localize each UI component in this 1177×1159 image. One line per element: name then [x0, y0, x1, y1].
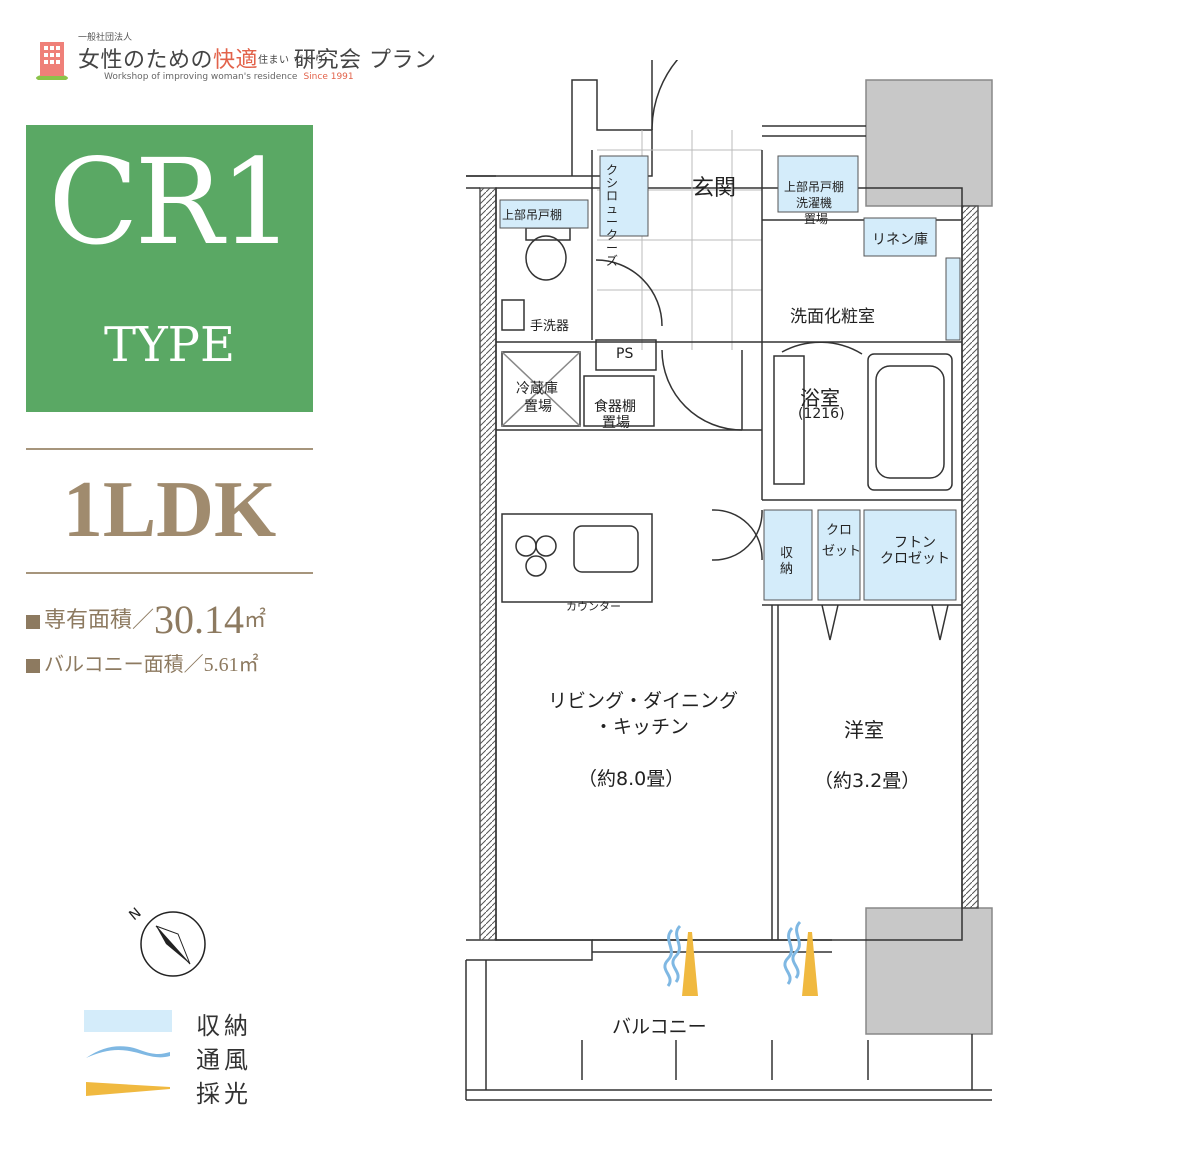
room-label-ldk-2: ・キッチン	[594, 716, 690, 738]
legend-light-icon	[86, 1082, 170, 1096]
exclusive-area-unit: ㎡	[244, 607, 267, 632]
label-futon-1: フトン	[894, 535, 936, 551]
balcony-area: バルコニー面積／5.61㎡	[26, 648, 259, 677]
exclusive-area-label: 専有面積／	[44, 607, 155, 632]
legend-wind-icon	[86, 1046, 170, 1058]
label-dish-place: 置場	[602, 415, 630, 431]
label-futon-2: クロゼット	[880, 551, 950, 567]
compass-north-label: N	[126, 905, 144, 924]
room-label-washroom: 洗面化粧室	[790, 307, 875, 327]
label-upper-shelf-right: 上部吊戸棚	[784, 180, 845, 194]
title-part1: 女性のための	[78, 48, 214, 73]
divider-top	[26, 448, 313, 450]
bullet-square	[26, 614, 40, 629]
label-hand-wash: 手洗器	[530, 319, 570, 334]
bullet-square	[26, 659, 40, 674]
compass-icon: N	[126, 905, 206, 977]
label-fridge-place: 置場	[524, 399, 552, 415]
label-closet-2: ゼット	[822, 544, 862, 559]
room-label-western: 洋室	[844, 718, 884, 742]
label-washer-place: 置場	[804, 212, 829, 226]
label-storage-1: 収	[780, 546, 794, 561]
label-dish: 食器棚	[594, 399, 636, 415]
org-title: 女性のための快適住まい づくり研究会 プラン	[78, 42, 437, 74]
room-label-balcony: バルコニー	[612, 1016, 707, 1038]
legend-storage-swatch	[84, 1010, 172, 1032]
label-ldk-size: （約8.0畳）	[578, 768, 685, 790]
since-label: Since 1991	[303, 72, 354, 82]
title-accent: 快適	[213, 48, 259, 73]
room-label-entrance: 玄関	[692, 176, 737, 201]
org-subtitle: Workshop of improving woman's residence S…	[104, 72, 354, 82]
building-logo-icon	[36, 42, 68, 80]
label-washer: 洗濯機	[796, 196, 833, 210]
org-prefix: 一般社団法人	[78, 33, 133, 43]
label-western-size: （約3.2畳）	[814, 770, 921, 792]
type-panel: CR1 TYPE	[26, 125, 313, 412]
layout-label: 1LDK	[62, 466, 277, 554]
label-ps: PS	[616, 346, 634, 362]
room-label-ldk-1: リビング・ダイニング	[548, 690, 739, 712]
label-fridge: 冷蔵庫	[516, 381, 558, 397]
legend-ventilation-label: 通風	[196, 1046, 252, 1074]
divider-bottom	[26, 572, 313, 574]
title-plan: プラン	[369, 48, 437, 73]
label-closet-1: クロ	[826, 523, 853, 538]
legend-storage-label: 収納	[196, 1012, 252, 1040]
type-label: TYPE	[103, 317, 236, 373]
exclusive-area: 専有面積／30.14㎡	[26, 596, 266, 643]
exclusive-area-value: 30.14	[154, 597, 245, 642]
type-name: CR1	[48, 133, 294, 271]
label-linen: リネン庫	[872, 232, 928, 248]
title-small: 住まい づくり	[258, 55, 325, 66]
label-storage-2: 納	[780, 562, 794, 577]
title-part2: 研究会	[294, 48, 362, 73]
label-counter: カウンター	[566, 600, 621, 613]
balcony-area-label: バルコニー面積／5.61㎡	[44, 654, 259, 676]
subtitle-en: Workshop of improving woman's residence	[104, 72, 298, 82]
room-label-cloak: クシロュークーズ	[606, 163, 619, 268]
label-upper-shelf-left: 上部吊戸棚	[502, 208, 563, 222]
floor-plan	[465, 60, 993, 1101]
room-label-bath: 浴室	[800, 386, 840, 410]
legend-daylight-label: 採光	[196, 1080, 252, 1108]
label-bath-size: (1216)	[798, 406, 845, 422]
